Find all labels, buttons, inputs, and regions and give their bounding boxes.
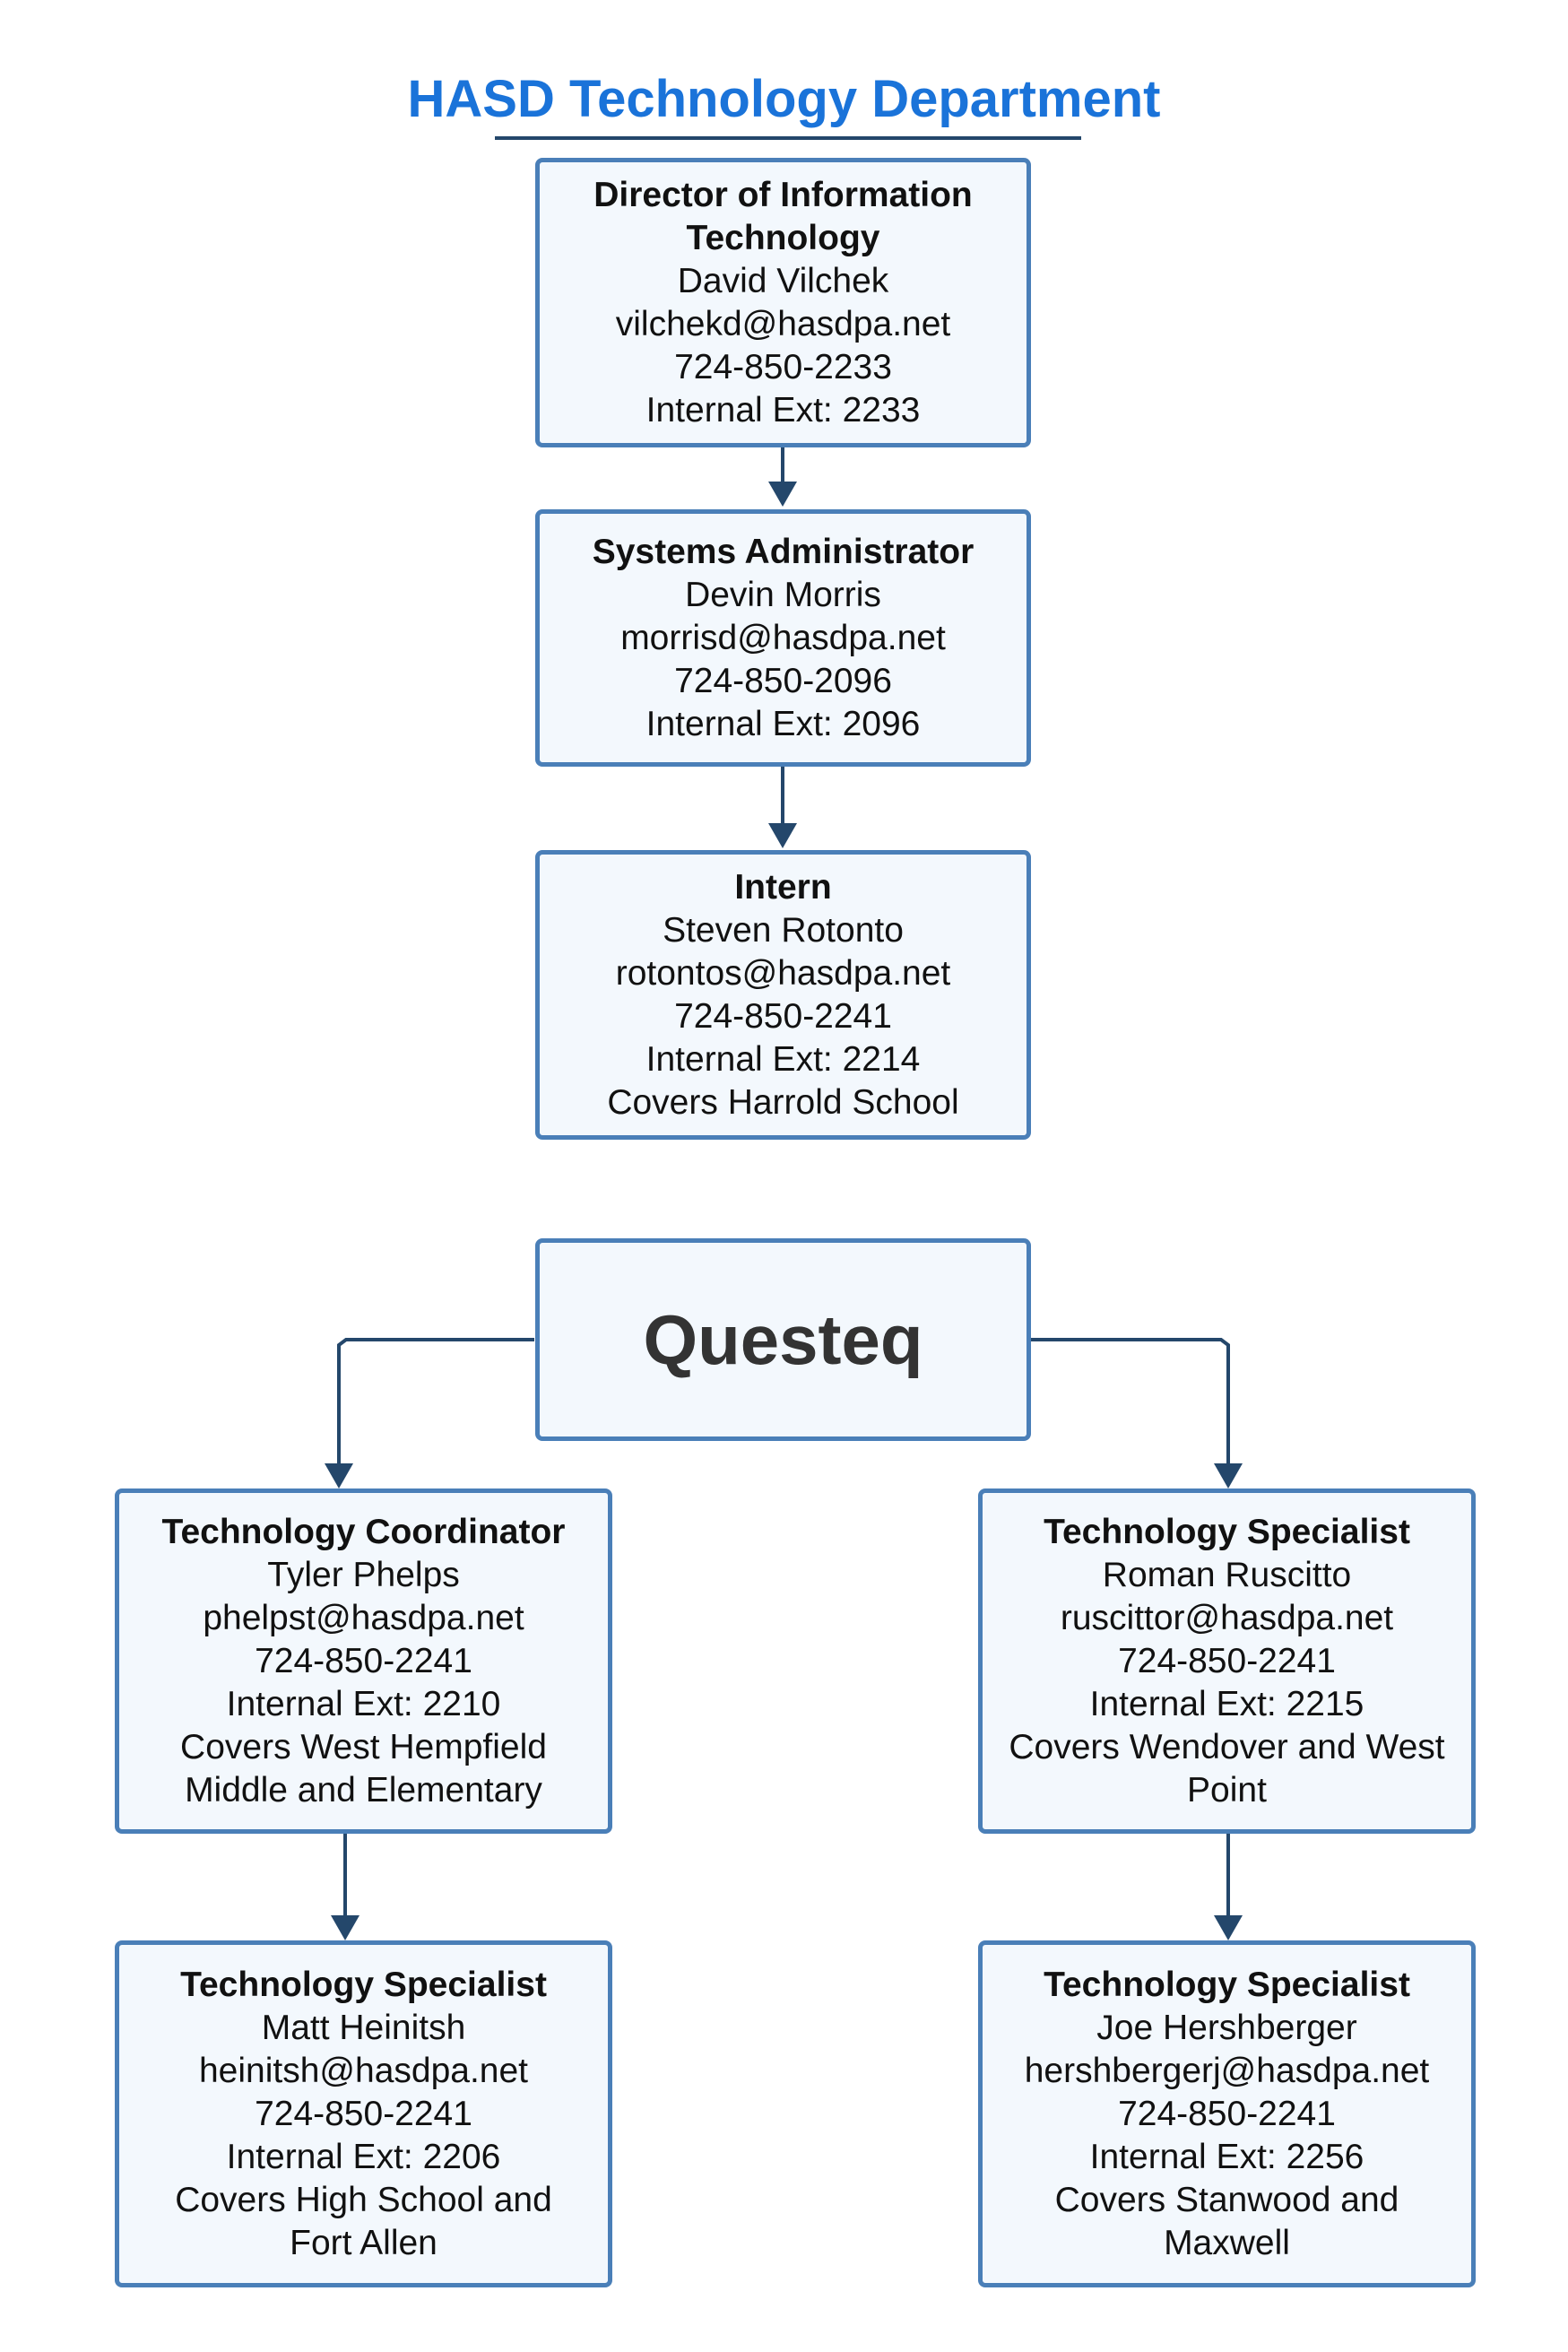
node-questeq: Questeq	[535, 1238, 1031, 1441]
node-person-name: Devin Morris	[685, 575, 881, 614]
node-specialist-roman: Technology Specialist Roman Ruscitto rus…	[978, 1488, 1476, 1834]
node-person-name: Roman Ruscitto	[1102, 1555, 1352, 1594]
node-coverage: Middle and Elementary	[185, 1770, 542, 1810]
node-email: heinitsh@hasdpa.net	[198, 2051, 528, 2090]
node-director: Director of Information Technology David…	[535, 158, 1031, 447]
node-extension: Internal Ext: 2206	[226, 2137, 501, 2176]
node-coverage: Covers High School and	[175, 2180, 552, 2219]
node-specialist-matt: Technology Specialist Matt Heinitsh hein…	[115, 1940, 612, 2287]
edge-questeq-specialist-roman	[1030, 1338, 1230, 1467]
node-role: Intern	[734, 867, 832, 907]
node-email: ruscittor@hasdpa.net	[1060, 1598, 1394, 1637]
node-phone: 724-850-2241	[1118, 2094, 1336, 2133]
node-role: Technology Specialist	[180, 1965, 547, 2004]
node-coverage: Maxwell	[1164, 2223, 1290, 2262]
node-org-label: Questeq	[643, 1300, 923, 1379]
node-specialist-joe: Technology Specialist Joe Hershberger he…	[978, 1940, 1476, 2287]
page-title: HASD Technology Department	[407, 70, 1161, 128]
node-email: morrisd@hasdpa.net	[620, 618, 946, 657]
node-email: hershbergerj@hasdpa.net	[1024, 2051, 1430, 2090]
node-person-name: Tyler Phelps	[267, 1555, 460, 1594]
arrowhead-icon	[331, 1915, 360, 1940]
node-phone: 724-850-2096	[674, 661, 892, 700]
arrowhead-icon	[768, 482, 797, 507]
node-role: Director of Information Technology	[593, 175, 973, 257]
node-person-name: Matt Heinitsh	[261, 2008, 466, 2047]
node-coverage: Covers West Hempfield	[180, 1727, 547, 1766]
node-extension: Internal Ext: 2210	[226, 1684, 501, 1723]
node-phone: 724-850-2233	[674, 347, 892, 386]
node-email: vilchekd@hasdpa.net	[615, 304, 951, 343]
node-coverage: Covers Stanwood and	[1054, 2180, 1399, 2219]
node-phone: 724-850-2241	[674, 996, 892, 1036]
title-underline	[495, 136, 1081, 140]
node-coverage: Covers Harrold School	[607, 1082, 959, 1122]
node-coverage: Fort Allen	[290, 2223, 437, 2262]
edge-questeq-coordinator	[337, 1338, 534, 1467]
arrowhead-icon	[768, 823, 797, 848]
node-phone: 724-850-2241	[1118, 1641, 1336, 1680]
node-extension: Internal Ext: 2256	[1089, 2137, 1364, 2176]
node-extension: Internal Ext: 2215	[1089, 1684, 1364, 1723]
node-extension: Internal Ext: 2214	[645, 1039, 921, 1079]
node-sysadmin: Systems Administrator Devin Morris morri…	[535, 509, 1031, 767]
node-coverage: Point	[1187, 1770, 1267, 1810]
node-phone: 724-850-2241	[255, 1641, 472, 1680]
arrowhead-icon	[1214, 1915, 1243, 1940]
node-extension: Internal Ext: 2096	[645, 704, 921, 743]
node-role: Technology Specialist	[1044, 1512, 1410, 1551]
node-person-name: Steven Rotonto	[663, 910, 904, 950]
node-role: Systems Administrator	[592, 532, 975, 571]
arrowhead-icon	[1214, 1463, 1243, 1488]
node-person-name: Joe Hershberger	[1096, 2008, 1357, 2047]
node-email: phelpst@hasdpa.net	[203, 1598, 524, 1637]
node-role: Technology Specialist	[1044, 1965, 1410, 2004]
node-email: rotontos@hasdpa.net	[615, 953, 951, 993]
node-extension: Internal Ext: 2233	[645, 390, 921, 430]
arrowhead-icon	[325, 1463, 353, 1488]
node-phone: 724-850-2241	[255, 2094, 472, 2133]
node-coordinator: Technology Coordinator Tyler Phelps phel…	[115, 1488, 612, 1834]
node-intern: Intern Steven Rotonto rotontos@hasdpa.ne…	[535, 850, 1031, 1140]
node-role: Technology Coordinator	[161, 1512, 566, 1551]
node-coverage: Covers Wendover and West	[1009, 1727, 1445, 1766]
node-person-name: David Vilchek	[677, 261, 889, 300]
